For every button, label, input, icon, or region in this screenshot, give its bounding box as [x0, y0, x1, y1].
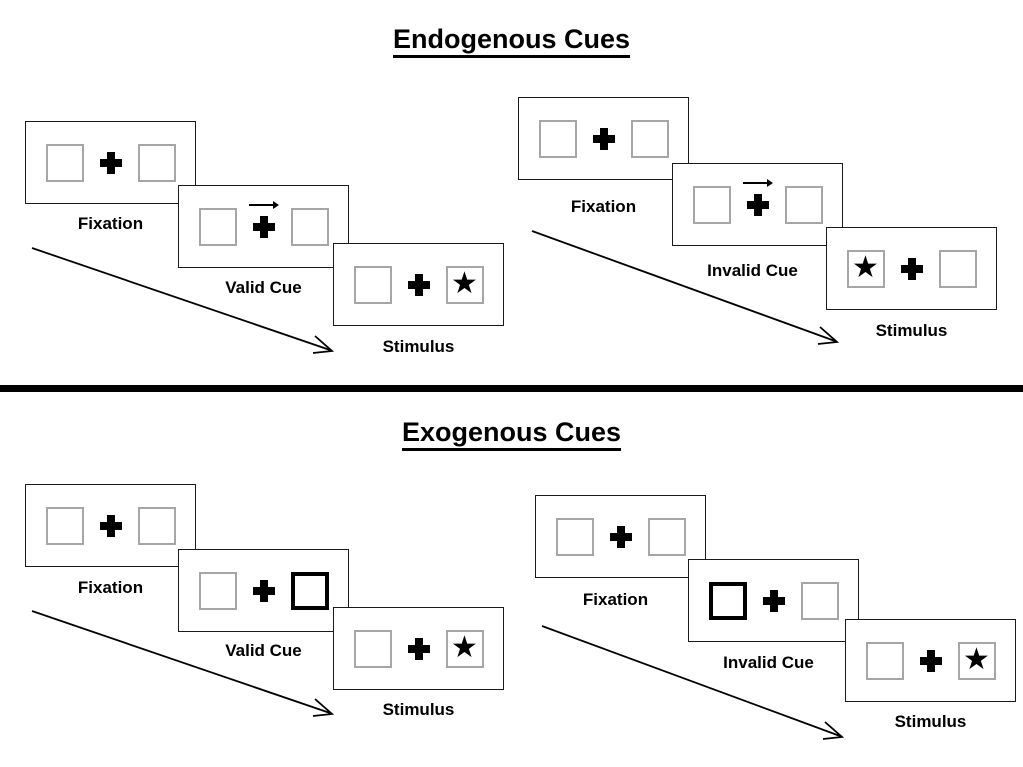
star-icon: ★ [963, 642, 990, 676]
left-box-target: ★ [846, 249, 885, 288]
left-box [538, 119, 577, 158]
left-box [45, 506, 84, 545]
right-box [647, 517, 686, 556]
fixation-cross-icon [742, 178, 773, 216]
fixation-cross-icon [609, 525, 632, 548]
panel-exogenous-invalid-cue [688, 559, 859, 642]
panel-exogenous-valid-fixation [25, 484, 196, 567]
panel-endogenous-invalid-stimulus: ★ [826, 227, 997, 310]
star-icon: ★ [451, 630, 478, 664]
right-box [137, 143, 176, 182]
fixation-cross-icon [252, 579, 275, 602]
star-icon: ★ [852, 250, 879, 284]
panel-label-fixation: Fixation [77, 578, 144, 597]
right-box [938, 249, 977, 288]
right-box [630, 119, 669, 158]
panel-endogenous-valid-fixation [25, 121, 196, 204]
left-box [198, 207, 237, 246]
left-box [353, 265, 392, 304]
panel-exogenous-valid-stimulus: ★ [333, 607, 504, 690]
panel-label-fixation: Fixation [77, 214, 144, 233]
panel-endogenous-valid-cue [178, 185, 349, 268]
left-box [353, 629, 392, 668]
fixation-cross-icon [407, 273, 430, 296]
panel-exogenous-invalid-stimulus: ★ [845, 619, 1016, 702]
right-box [800, 581, 839, 620]
fixation-cross-icon [248, 200, 279, 238]
panel-endogenous-invalid-cue [672, 163, 843, 246]
panel-label-stimulus: Stimulus [382, 337, 455, 356]
arrow-right-icon [742, 178, 773, 188]
fixation-cross-icon [919, 649, 942, 672]
fixation-cross-icon [592, 127, 615, 150]
right-box [784, 185, 823, 224]
star-icon: ★ [451, 266, 478, 300]
left-box [865, 641, 904, 680]
left-box [198, 571, 237, 610]
panel-exogenous-valid-cue [178, 549, 349, 632]
panel-endogenous-valid-stimulus: ★ [333, 243, 504, 326]
panel-label-fixation: Fixation [582, 590, 649, 609]
left-box [45, 143, 84, 182]
fixation-cross-icon [762, 589, 785, 612]
fixation-cross-icon [900, 257, 923, 280]
section-title-endogenous: Endogenous Cues [0, 24, 1023, 58]
fixation-cross-icon [99, 151, 122, 174]
panel-label-invalid-cue: Invalid Cue [723, 653, 814, 672]
panel-label-stimulus: Stimulus [875, 321, 948, 340]
right-box-target: ★ [445, 629, 484, 668]
right-box-target: ★ [957, 641, 996, 680]
panel-label-fixation: Fixation [570, 197, 637, 216]
section-title-exogenous: Exogenous Cues [0, 417, 1023, 451]
panel-endogenous-invalid-fixation [518, 97, 689, 180]
fixation-cross-icon [407, 637, 430, 660]
panel-label-stimulus: Stimulus [382, 700, 455, 719]
right-box-cued [290, 571, 329, 610]
time-progression-arrow [530, 228, 860, 353]
section-divider [0, 385, 1023, 392]
panel-label-stimulus: Stimulus [894, 712, 967, 731]
right-box [290, 207, 329, 246]
panel-label-valid-cue: Valid Cue [225, 641, 302, 660]
left-box [555, 517, 594, 556]
arrow-right-icon [248, 200, 279, 210]
left-box-cued [708, 581, 747, 620]
fixation-cross-icon [99, 514, 122, 537]
right-box [137, 506, 176, 545]
panel-label-invalid-cue: Invalid Cue [707, 261, 798, 280]
panel-label-valid-cue: Valid Cue [225, 278, 302, 297]
panel-exogenous-invalid-fixation [535, 495, 706, 578]
left-box [692, 185, 731, 224]
right-box-target: ★ [445, 265, 484, 304]
